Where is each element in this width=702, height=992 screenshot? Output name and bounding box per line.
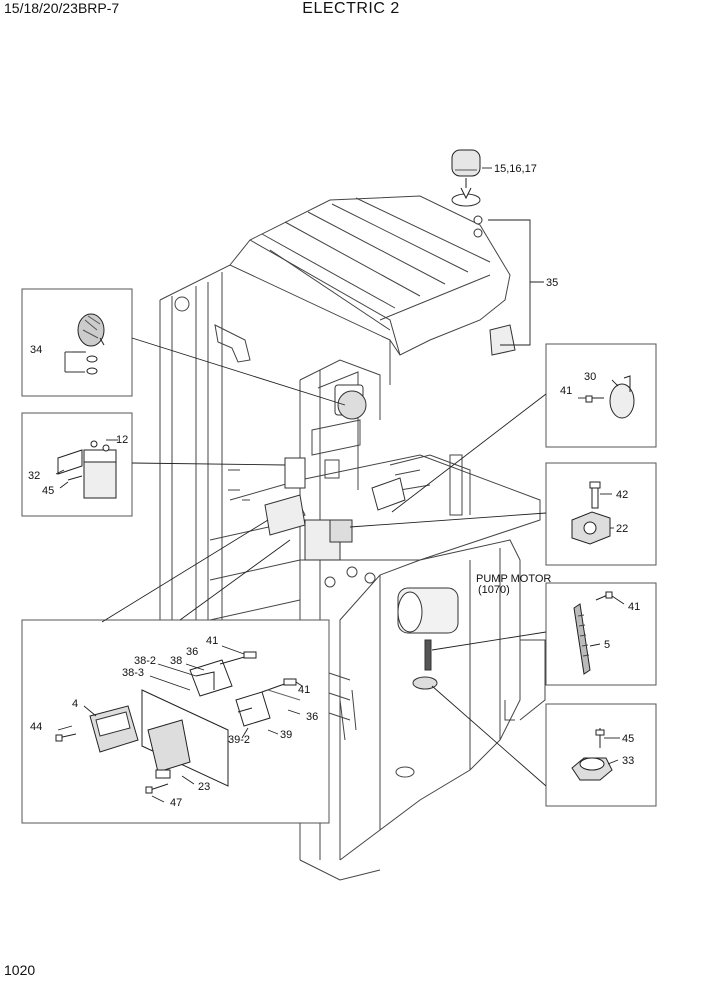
label-22: 22 [616, 523, 628, 535]
label-beacon: 15,16,17 [494, 163, 537, 175]
label-34: 34 [30, 344, 42, 356]
model-number: 15/18/20/23BRP-7 [4, 0, 120, 16]
label-41d: 41 [298, 684, 310, 696]
label-38-3: 38-3 [122, 667, 144, 679]
label-36a: 36 [186, 646, 198, 658]
label-pump-motor: PUMP MOTOR [476, 573, 551, 585]
label-33: 33 [622, 755, 634, 767]
leader-lines [55, 167, 625, 803]
label-42: 42 [616, 489, 628, 501]
label-39: 39 [280, 729, 292, 741]
label-32: 32 [28, 470, 40, 482]
detail-box-controller [21, 619, 330, 824]
label-38-2: 38-2 [134, 655, 156, 667]
mounted-components [264, 193, 516, 690]
label-30: 30 [584, 371, 596, 383]
label-41a: 41 [560, 385, 572, 397]
callout-labels: 15,16,17 35 34 12 32 45 30 41 42 22 PUMP… [28, 163, 640, 809]
detail-box-horn [545, 343, 657, 448]
label-12: 12 [116, 434, 128, 446]
label-41c: 41 [206, 635, 218, 647]
truck-frame [159, 195, 546, 881]
detail-box-strap [545, 582, 657, 686]
label-23: 23 [198, 781, 210, 793]
detail-box-holder [545, 462, 657, 566]
label-35: 35 [546, 277, 558, 289]
detail-box-buzzer [545, 703, 657, 807]
label-36b: 36 [306, 711, 318, 723]
label-39-2: 39-2 [228, 734, 250, 746]
label-45a: 45 [42, 485, 54, 497]
label-5: 5 [604, 639, 610, 651]
detail-box-relay [21, 412, 133, 517]
label-47: 47 [170, 797, 182, 809]
label-44: 44 [30, 721, 42, 733]
beacon-lamp [451, 149, 481, 200]
label-38: 38 [170, 655, 182, 667]
page-title: ELECTRIC 2 [302, 0, 400, 17]
label-41b: 41 [628, 601, 640, 613]
detail-box-lamp [21, 288, 133, 397]
page-number: 1020 [4, 962, 36, 978]
label-4: 4 [72, 698, 78, 710]
label-45b: 45 [622, 733, 634, 745]
label-pump-motor-code: (1070) [478, 584, 510, 596]
